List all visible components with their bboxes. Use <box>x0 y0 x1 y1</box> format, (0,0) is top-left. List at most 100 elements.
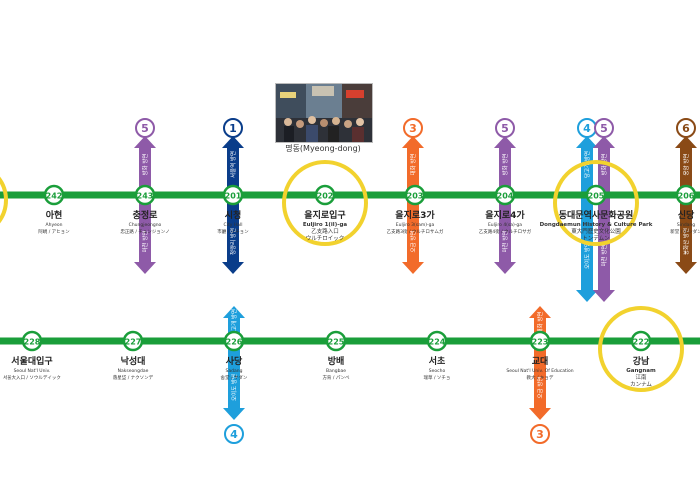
arrow-up-icon <box>494 136 516 148</box>
station-name-en: Chungjeongno <box>129 222 162 228</box>
line-badge-number: 4 <box>583 122 591 135</box>
station-code: 205 <box>588 192 605 201</box>
station-name-alt: 乙支路3街 / ウルチロサムガ <box>387 228 444 235</box>
station-name-en: Seocho <box>429 368 446 374</box>
arrow-down-icon <box>402 262 424 274</box>
transfer-label-down: 마천 방면 <box>600 245 608 267</box>
station-name-ko: 동대문역사문화공원 <box>559 209 634 221</box>
station-code: 206 <box>678 192 695 201</box>
station-name-en: Sadang <box>226 368 243 374</box>
station-marker <box>426 330 448 352</box>
line-badge-number: 5 <box>141 122 149 135</box>
station-name-alt: 瑞草 / ソチョ <box>424 374 451 381</box>
transfer-label-down: 청량리 방면 <box>229 228 237 255</box>
station-name-alt: 教大 / キョデ <box>527 374 554 381</box>
transfer-label-up: 당고개 방면 <box>230 309 238 336</box>
arrow-down-icon <box>134 262 156 274</box>
station-name-alt: 서울大入口 / ソウルデイック <box>3 374 61 381</box>
arrow-down-icon <box>576 290 598 302</box>
station-name-alt: 阿峴 / アヒョン <box>38 228 70 235</box>
arrow-up-icon <box>576 136 598 148</box>
transfer-shaft <box>581 146 593 292</box>
station-marker <box>404 184 426 206</box>
transfer-label-up: 대화 방면 <box>409 154 417 176</box>
station-code: 203 <box>407 192 424 201</box>
transfer-shaft <box>598 146 610 292</box>
station-name-alt: 江南 <box>635 373 647 381</box>
station-marker <box>529 330 551 352</box>
transfer-label-down: 마천 방면 <box>501 231 509 253</box>
station-marker <box>314 184 336 206</box>
station-code: 228 <box>24 338 41 347</box>
station-code: 201 <box>225 192 242 201</box>
station-name-alt: 乙支路4街 / ウルチロサガ <box>479 228 532 235</box>
transfer-label-down: 오금 방면 <box>409 231 417 253</box>
station-name-ko: 을지로4가 <box>485 209 525 221</box>
station-name-ko: 충정로 <box>133 209 159 221</box>
station-name-ko: 을지로입구 <box>304 209 345 221</box>
station-name-ko: 교대 <box>532 355 549 367</box>
station-name-ko: 을지로3가 <box>395 209 435 221</box>
arrow-down-icon <box>222 262 244 274</box>
station-name-en: Seoul Nat'l Univ. <box>14 368 51 374</box>
station-name-en: Bangbae <box>326 368 346 374</box>
arrow-down-icon <box>529 408 551 420</box>
station-marker <box>325 330 347 352</box>
arrow-down-icon <box>223 408 245 420</box>
station-name-en: Sindang <box>677 222 695 228</box>
highlight-circle-205 <box>553 160 639 246</box>
arrow-up-icon <box>134 136 156 148</box>
station-code: 223 <box>532 338 549 347</box>
station-marker <box>222 184 244 206</box>
station-name-alt: 舍堂 / サダン <box>221 374 248 381</box>
station-marker <box>43 184 65 206</box>
line-badge-icon <box>223 118 243 138</box>
station-name-jp: カンナム <box>630 381 652 388</box>
line-badge-number: 1 <box>229 122 237 135</box>
line2-tracks-layer <box>0 191 700 345</box>
highlight-circles-layer <box>0 160 684 392</box>
station-name-en: City Hall <box>224 222 243 228</box>
line-badge-number: 3 <box>536 428 544 441</box>
arrow-up-icon <box>223 306 245 318</box>
station-marker <box>494 184 516 206</box>
station-name-alt: 忠正路 / チュンジョンノ <box>120 228 169 235</box>
line-badge-number: 6 <box>682 122 690 135</box>
station-code: 224 <box>429 338 446 347</box>
station-name-jp: トンデムン <box>582 234 610 242</box>
station-code: 243 <box>137 192 154 201</box>
station-marker <box>585 184 607 206</box>
station-code: 222 <box>633 338 650 347</box>
station-code: 202 <box>317 192 334 201</box>
station-code: 204 <box>497 192 514 201</box>
station-name-en: Euljiro 1(il)-ga <box>303 222 348 228</box>
station-name-ko: 서초 <box>429 355 446 367</box>
myeongdong-photo <box>275 83 373 143</box>
station-marker <box>134 184 156 206</box>
station-name-ko: 아현 <box>46 209 63 221</box>
arrow-down-icon <box>675 262 697 274</box>
line-badge-icon <box>530 424 550 444</box>
station-name-ko: 강남 <box>633 355 650 367</box>
station-name-en: Seoul Nat'l Univ. Of Education <box>506 368 573 374</box>
station-name-alt: 新堂 / シンダン <box>670 228 700 235</box>
photo-caption: 명동(Myeong-dong) <box>285 144 361 153</box>
transfer-label-down: 오이도 방면 <box>230 374 238 401</box>
